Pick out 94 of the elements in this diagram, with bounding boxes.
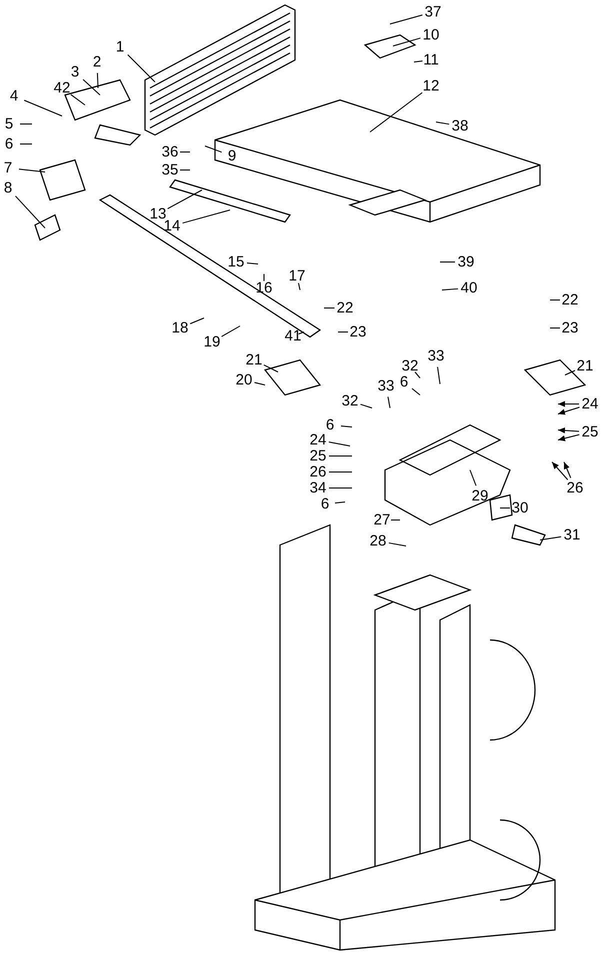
leader-line [564,370,576,376]
leader-line [558,406,580,415]
callout-number: 4 [8,88,20,104]
callout-number: 29 [470,488,490,504]
callout-number: 23 [560,320,580,336]
leader-line [390,14,423,24]
callout-number: 33 [426,348,446,364]
leader-line [436,122,450,125]
callout-number: 24 [580,396,600,412]
callout-number: 40 [460,280,478,296]
callout-number: 21 [244,352,264,368]
leader-line [298,282,300,290]
leader-line [558,401,580,407]
callout-number: 32 [340,394,360,408]
leader-line [263,364,278,372]
leader-line [96,72,98,88]
callout-number: 15 [226,254,246,270]
leader-line [254,382,266,386]
callout-number: 25 [308,448,328,464]
leader-line [246,262,258,264]
leader-line [442,288,459,290]
callout-number: 6 [398,374,410,390]
leader-line [24,100,62,116]
callout-number: 41 [284,328,302,344]
callout-number: 7 [2,160,14,176]
callout-number: 12 [422,78,440,94]
leader-line [552,462,568,480]
leader-line [190,318,204,324]
leader-line [18,168,46,172]
leader-line [388,542,406,546]
callout-number: 20 [234,372,254,388]
leader-line [414,372,420,378]
callout-number: 8 [2,180,14,196]
callout-number: 28 [368,534,388,548]
leader-line [204,146,222,153]
callout-number: 3 [70,64,80,80]
leader-line [412,388,420,396]
callout-number: 19 [202,334,222,350]
callout-number: 37 [424,4,442,20]
callout-number: 42 [52,80,72,96]
leader-line [470,470,477,486]
leader-line [360,404,372,408]
callout-number: 39 [456,254,476,270]
callout-number: 2 [92,54,102,70]
callout-number: 6 [320,496,330,512]
callout-number: 10 [422,28,440,42]
callout-number: 27 [372,512,392,528]
leader-line [70,94,86,106]
callout-number: 18 [170,320,190,336]
callout-number: 13 [148,206,168,222]
callout-number: 6 [4,136,14,152]
leader-line [540,536,562,540]
leader-line [370,92,423,132]
leader-line [221,326,240,338]
callout-number: 22 [560,292,580,308]
callout-number: 9 [226,148,238,164]
callout-number: 21 [576,358,594,374]
callout-number: 14 [162,218,182,234]
callout-number: 17 [288,268,306,284]
leader-line [127,54,156,82]
callout-number: 24 [308,432,328,448]
leader-line [437,366,440,384]
leader-line [298,332,304,334]
leader-line [14,196,46,228]
callout-number: 36 [160,144,180,160]
callout-number: 30 [510,500,530,516]
leader-line [387,396,390,408]
callout-number: 35 [160,162,180,178]
leader-line [328,442,350,446]
callout-number: 1 [114,40,126,54]
leader-line [558,427,580,434]
callout-number: 16 [254,280,274,296]
callout-number: 23 [348,324,368,340]
leader-line [340,426,352,428]
callout-number: 32 [400,358,420,374]
leader-line [82,78,100,96]
callout-number: 33 [376,378,396,394]
leader-line [564,462,572,478]
callout-number: 26 [308,464,328,480]
callout-number: 26 [566,480,584,496]
callout-number: 22 [336,300,354,316]
callout-number: 31 [562,528,582,542]
callout-number: 5 [4,116,14,132]
leader-line [558,434,580,442]
callout-number: 34 [308,480,328,496]
leader-line [392,38,421,46]
leader-line [167,190,202,210]
leader-line [182,210,230,224]
leader-line [334,502,346,504]
callout-number: 38 [450,118,470,134]
leader-line [414,60,423,62]
callout-number: 6 [324,418,336,432]
callout-number: 11 [422,52,440,68]
callout-number: 25 [580,424,600,440]
